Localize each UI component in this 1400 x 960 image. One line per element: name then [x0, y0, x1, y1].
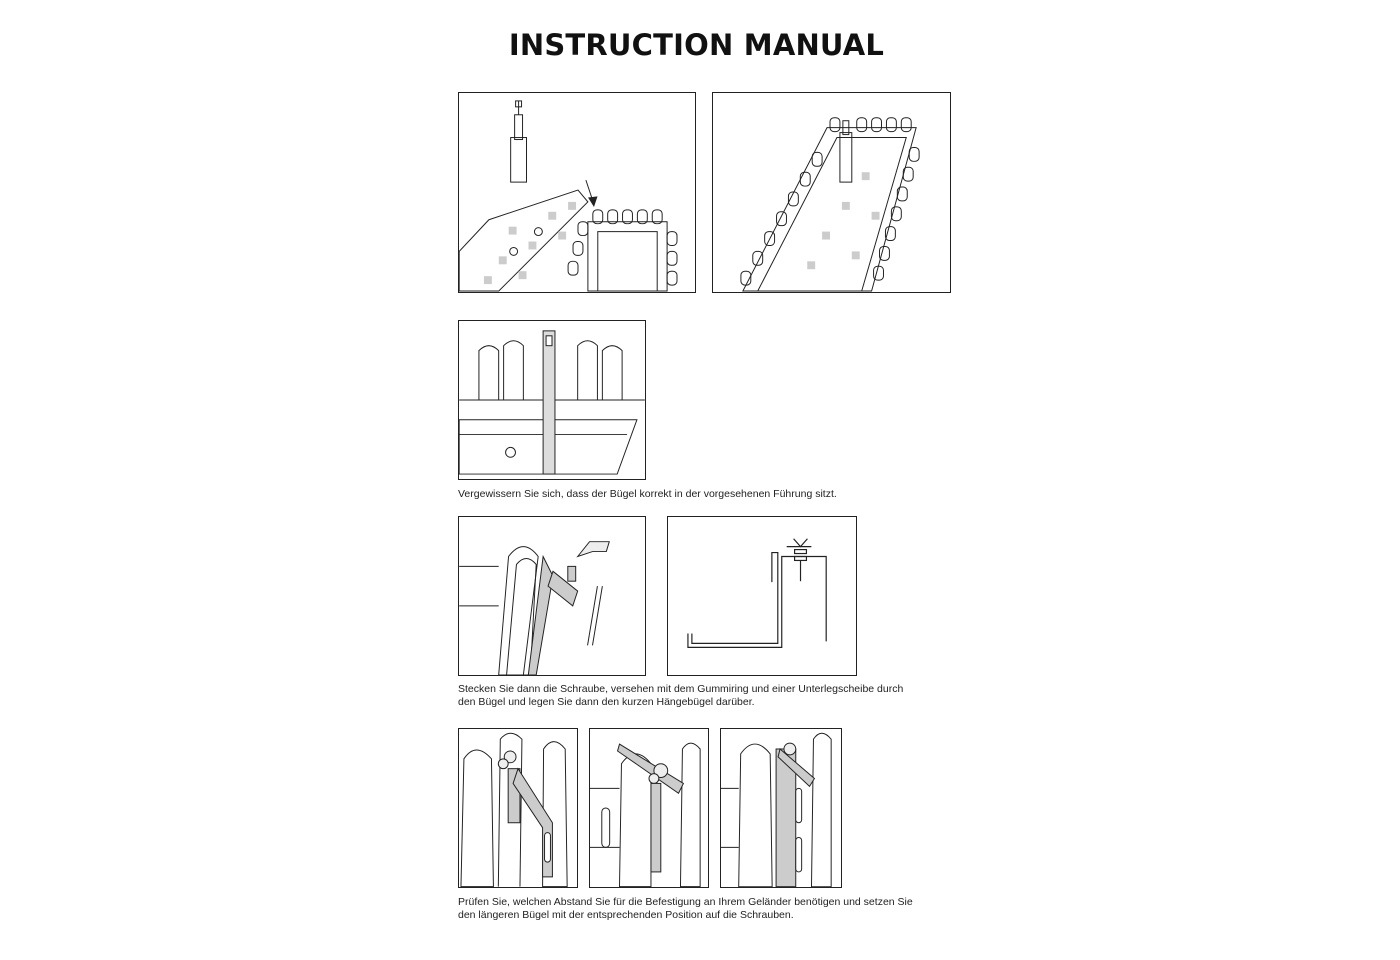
- caption-step-2: Vergewissern Sie sich, dass der Bügel ko…: [458, 488, 837, 500]
- figure-planter-assembled: [712, 92, 951, 293]
- figure-long-bracket-position-1: [458, 728, 578, 888]
- figure-planter-insert-post: [458, 92, 696, 293]
- figure-long-bracket-position-2: [589, 728, 709, 888]
- caption-step-3: Stecken Sie dann die Schraube, versehen …: [458, 683, 938, 709]
- caption-step-3-line-1: Stecken Sie dann die Schraube, versehen …: [458, 683, 904, 695]
- figure-long-bracket-position-3: [720, 728, 842, 888]
- figure-bracket-in-guide: [458, 320, 646, 480]
- page-title: INSTRUCTION MANUAL: [508, 28, 885, 62]
- figure-hanger-profile: [667, 516, 857, 676]
- figure-screw-through-bracket: [458, 516, 646, 676]
- caption-step-4: Prüfen Sie, welchen Abstand Sie für die …: [458, 896, 938, 922]
- caption-step-4-line-2: den längeren Bügel mit der entsprechende…: [458, 909, 794, 921]
- caption-step-4-line-1: Prüfen Sie, welchen Abstand Sie für die …: [458, 896, 913, 908]
- caption-step-3-line-2: den Bügel und legen Sie dann den kurzen …: [458, 696, 755, 708]
